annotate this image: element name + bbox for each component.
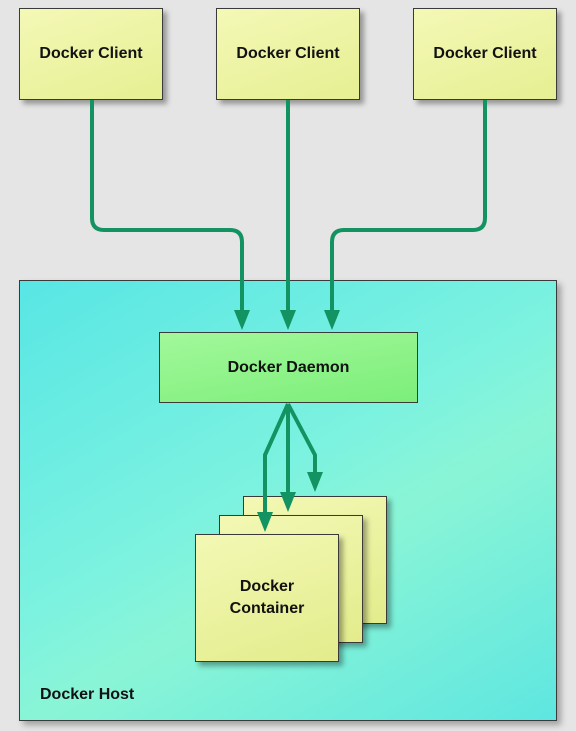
docker-daemon-box: Docker Daemon: [159, 332, 418, 403]
docker-container-label-line2: Container: [229, 600, 305, 617]
docker-client-box-3: Docker Client: [413, 8, 557, 100]
docker-client-box-1: Docker Client: [19, 8, 163, 100]
docker-client-box-2: Docker Client: [216, 8, 360, 100]
docker-client-label-3: Docker Client: [433, 45, 537, 62]
docker-daemon-label: Docker Daemon: [227, 358, 350, 376]
docker-container-label-line1: Docker: [239, 578, 295, 595]
docker-client-label-2: Docker Client: [236, 45, 340, 62]
docker-container-box-front: Docker Container: [195, 534, 339, 662]
docker-client-label-1: Docker Client: [39, 45, 143, 62]
docker-container-label: Docker Container: [230, 576, 305, 620]
docker-host-label: Docker Host: [40, 686, 135, 703]
